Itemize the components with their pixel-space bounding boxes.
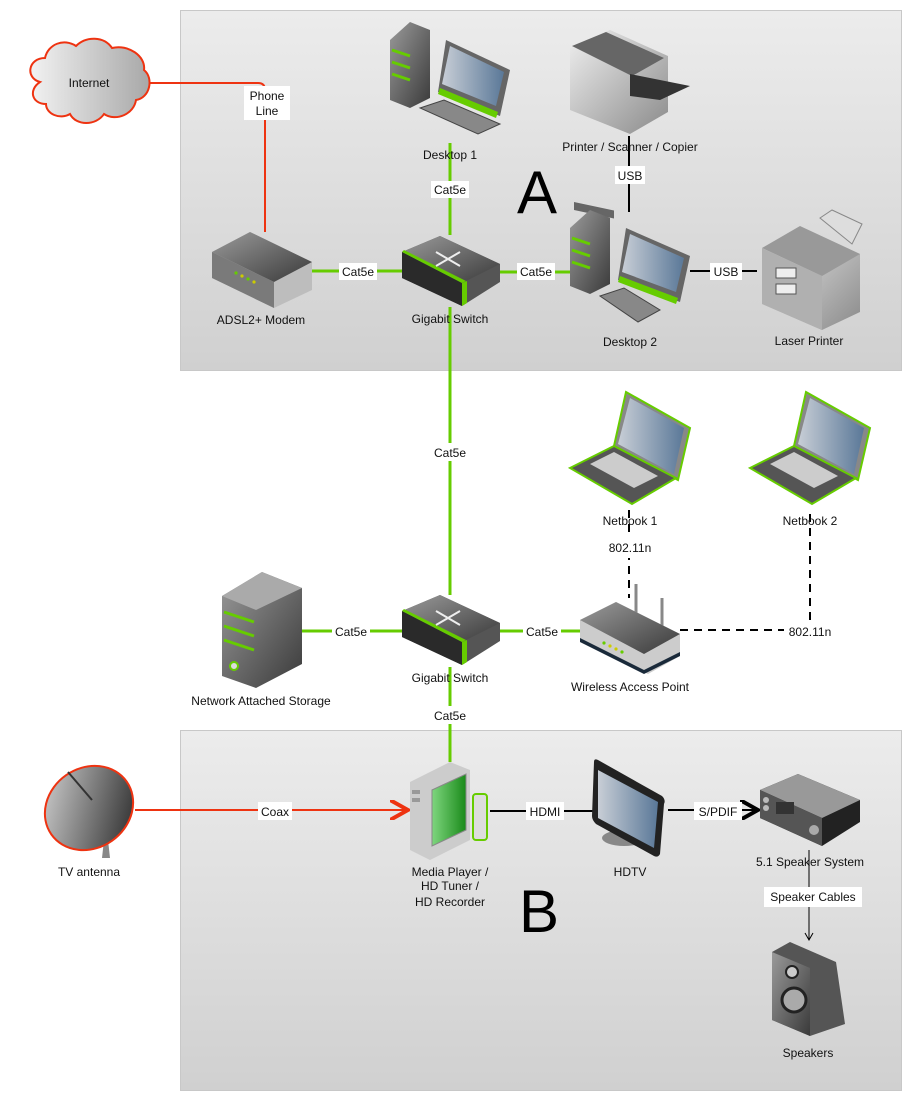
svg-text:Phone: Phone (250, 89, 285, 103)
cat5e-label: Cat5e (523, 622, 561, 640)
wap-node[interactable]: Wireless Access Point (571, 584, 690, 694)
speakers-label: Speakers (783, 1046, 834, 1060)
svg-text:Speaker Cables: Speaker Cables (770, 890, 855, 904)
multifunction-printer-icon (570, 30, 690, 219)
svg-text:Cat5e: Cat5e (342, 265, 374, 279)
speaker-cables-label: Speaker Cables (764, 887, 862, 907)
laptop-icon (567, 390, 692, 506)
media-player-icon (410, 762, 488, 860)
receiver-label: 5.1 Speaker System (756, 855, 864, 869)
media-player-label-line: HD Tuner / (421, 879, 480, 893)
desktop-computer-icon (570, 210, 690, 323)
laser-printer-node[interactable]: Laser Printer (762, 209, 863, 348)
tv-antenna-label: TV antenna (58, 865, 120, 879)
netbook1-node[interactable]: Netbook 1 (567, 390, 692, 528)
speaker-icon (772, 942, 845, 1036)
network-switch-icon (402, 236, 500, 306)
netbook2-label: Netbook 2 (783, 514, 838, 528)
svg-text:Coax: Coax (261, 805, 289, 819)
tv-antenna-node[interactable]: TV antenna (28, 749, 149, 879)
av-receiver-icon (760, 774, 860, 846)
network-switch-icon (402, 595, 500, 665)
cat5e-label: Cat5e (517, 263, 555, 280)
switch1-label: Gigabit Switch (412, 312, 489, 326)
modem-icon (212, 232, 312, 308)
laptop-icon (747, 390, 872, 506)
svg-text:Cat5e: Cat5e (526, 625, 558, 639)
modem-node[interactable]: ADSL2+ Modem (212, 232, 312, 327)
wap-netbook2-connection (680, 510, 811, 631)
svg-text:Cat5e: Cat5e (434, 446, 466, 460)
hdtv-node[interactable]: HDTV (592, 759, 665, 879)
desktop2-label: Desktop 2 (603, 335, 657, 349)
receiver-node[interactable]: 5.1 Speaker System (756, 774, 864, 869)
hdmi-label: HDMI (526, 802, 564, 820)
cat5e-label: Cat5e (431, 181, 469, 198)
desktop1-label: Desktop 1 (423, 148, 477, 162)
netbook1-label: Netbook 1 (603, 514, 658, 528)
cat5e-label: Cat5e (339, 263, 377, 280)
svg-text:802.11n: 802.11n (609, 541, 652, 555)
wireless-router-icon (580, 584, 680, 674)
usb-label: USB (615, 166, 645, 184)
switch1-node[interactable]: Gigabit Switch (402, 236, 500, 326)
cat5e-label: Cat5e (431, 706, 469, 724)
svg-text:Cat5e: Cat5e (520, 265, 552, 279)
desktop2-node[interactable]: Desktop 2 (570, 210, 690, 349)
laser-printer-icon (762, 209, 863, 330)
svg-text:HDMI: HDMI (530, 805, 561, 819)
region-a-label: A (517, 159, 557, 226)
svg-text:S/PDIF: S/PDIF (699, 805, 738, 819)
tv-icon (592, 759, 665, 857)
spdif-label: S/PDIF (694, 802, 742, 820)
media-player-label-line: Media Player / (412, 865, 489, 879)
hdtv-label: HDTV (614, 865, 647, 879)
wireless-label: 802.11n (784, 622, 836, 640)
svg-text:802.11n: 802.11n (789, 625, 832, 639)
desktop1-node[interactable]: Desktop 1 (390, 22, 510, 162)
cat5e-label: Cat5e (431, 443, 469, 461)
laser-printer-label: Laser Printer (775, 334, 844, 348)
coax-label: Coax (258, 802, 292, 820)
internet-node[interactable]: Internet (29, 37, 151, 124)
svg-text:USB: USB (618, 169, 643, 183)
mfp-node[interactable]: Printer / Scanner / Copier (562, 30, 698, 219)
speakers-node[interactable]: Speakers (772, 942, 845, 1060)
mfp-label: Printer / Scanner / Copier (562, 140, 697, 154)
region-b-label: B (519, 878, 559, 945)
nas-label: Network Attached Storage (191, 694, 331, 708)
server-icon (222, 572, 302, 688)
wap-label: Wireless Access Point (571, 680, 690, 694)
cloud-icon (29, 37, 151, 124)
media-player-label-line: HD Recorder (415, 895, 485, 909)
modem-label: ADSL2+ Modem (217, 313, 305, 327)
nas-node[interactable]: Network Attached Storage (191, 572, 331, 708)
media-player-node[interactable]: Media Player / HD Tuner / HD Recorder (410, 762, 489, 909)
switch2-node[interactable]: Gigabit Switch (402, 595, 500, 685)
svg-text:Cat5e: Cat5e (434, 183, 466, 197)
wireless-label: 802.11n (606, 538, 654, 558)
svg-text:USB: USB (714, 265, 739, 279)
desktop-computer-icon (390, 22, 510, 135)
cat5e-label: Cat5e (332, 622, 370, 640)
satellite-dish-icon (43, 764, 135, 858)
netbook2-node[interactable]: Netbook 2 (747, 390, 872, 528)
switch2-label: Gigabit Switch (412, 671, 489, 685)
svg-text:Line: Line (256, 104, 279, 118)
phone-line-label: Phone Line (244, 86, 290, 120)
svg-text:Cat5e: Cat5e (434, 709, 466, 723)
svg-text:Cat5e: Cat5e (335, 625, 367, 639)
internet-label: Internet (69, 76, 110, 90)
usb-label: USB (710, 263, 742, 280)
